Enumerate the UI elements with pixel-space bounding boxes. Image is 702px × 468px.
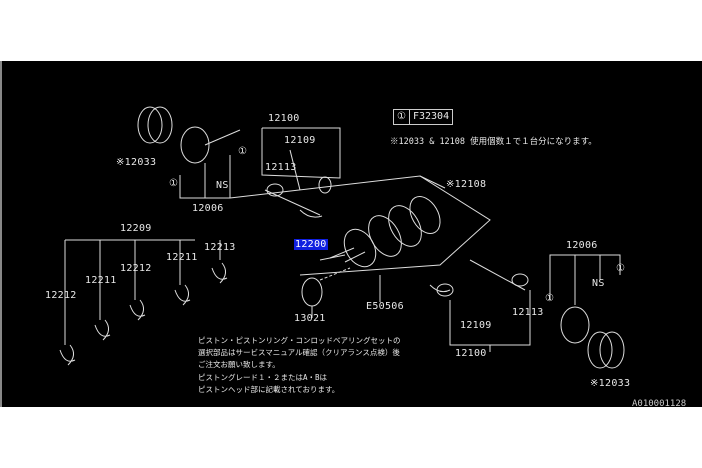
part-label-12113[interactable]: 12113 [265,162,297,173]
reference-symbol: ① [394,110,410,124]
part-label-12200-selected[interactable]: 12200 [294,239,328,250]
note-bottom-4: ピストングレード１・２またはA・Bは [198,373,328,382]
sprocket-shape [301,277,323,307]
circled-1-marker: ① [169,178,179,189]
note-top: ※12033 & 12108 使用個数１で１台分になります。 [390,137,597,147]
part-label-12209[interactable]: 12209 [120,223,152,234]
part-label-12212[interactable]: 12212 [120,263,152,274]
part-label-12006[interactable]: 12006 [192,203,224,214]
part-label-12212[interactable]: 12212 [45,290,77,301]
part-label-12113[interactable]: 12113 [512,307,544,318]
note-bottom-5: ピストンヘッド部に記載されております。 [198,385,340,394]
part-label-12211[interactable]: 12211 [85,275,117,286]
part-label-12006[interactable]: 12006 [566,240,598,251]
part-label-12100[interactable]: 12100 [268,113,300,124]
crankshaft-group-outline [229,175,491,276]
part-label-12108[interactable]: ※12108 [446,179,487,190]
parts-diagram-panel [0,61,702,407]
diagram-code: A010001128 [632,399,687,409]
note-bottom-1: ピストン・ピストンリング・コンロッドベアリングセットの [198,336,401,345]
note-bottom-3: ご注文お願い致します。 [198,360,280,369]
circled-1-marker: ① [616,263,626,274]
part-label-e50506[interactable]: E50506 [366,301,404,312]
part-label-13021[interactable]: 13021 [294,313,326,324]
reference-box: ① F32304 [393,109,454,125]
reference-code: F32304 [412,111,450,122]
circled-1-marker: ① [238,146,248,157]
panel-edge [0,61,2,407]
part-label-12213[interactable]: 12213 [204,242,236,253]
note-bottom-2: 選択部品はサービスマニュアル確認（クリアランス点検）後 [198,348,400,357]
ns-label: NS [592,278,605,289]
part-label-12033[interactable]: ※12033 [116,157,157,168]
crankshaft-shape [319,196,441,268]
ns-label: NS [216,180,229,191]
part-label-12033[interactable]: ※12033 [590,378,631,389]
part-label-12100[interactable]: 12100 [455,348,487,359]
circled-1-marker: ① [545,293,555,304]
part-label-12109[interactable]: 12109 [284,135,316,146]
part-label-12109[interactable]: 12109 [460,320,492,331]
part-label-12211[interactable]: 12211 [166,252,198,263]
